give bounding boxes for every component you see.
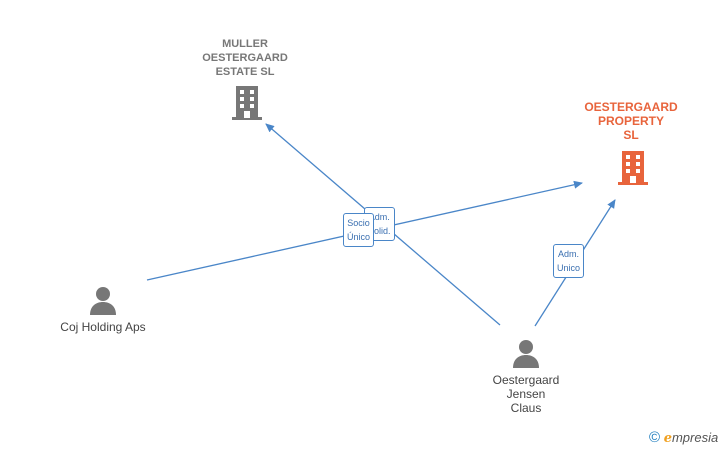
person-label-coj[interactable]: Coj Holding Aps bbox=[60, 320, 146, 334]
edge-label-adm-unico[interactable]: Adm. Unico bbox=[553, 244, 585, 278]
person-icon[interactable] bbox=[88, 286, 118, 316]
company-label-muller[interactable]: MULLER OESTERGAARD ESTATE SL bbox=[202, 38, 288, 78]
building-icon[interactable] bbox=[618, 151, 648, 185]
edge-label-socio-unico[interactable]: Socio Único bbox=[343, 213, 375, 247]
person-label-jensen[interactable]: Oestergaard Jensen Claus bbox=[492, 373, 560, 415]
company-label-property[interactable]: OESTERGAARD PROPERTY SL bbox=[584, 100, 678, 142]
copyright-icon: © bbox=[649, 429, 661, 446]
empresia-logo[interactable]: © empresia bbox=[649, 429, 719, 446]
building-icon[interactable] bbox=[232, 86, 262, 120]
person-icon[interactable] bbox=[511, 339, 541, 369]
